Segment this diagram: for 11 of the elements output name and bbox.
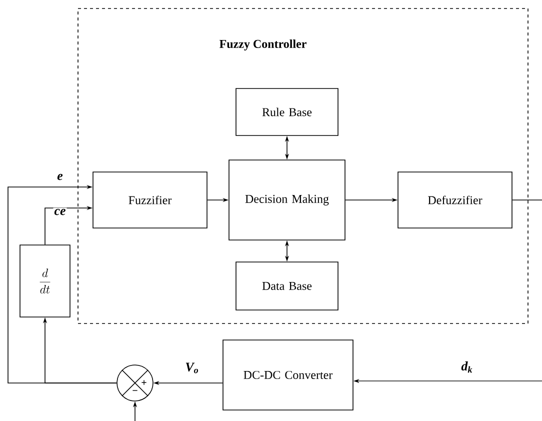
block-box: Fuzzifier [92, 172, 208, 228]
derivative-box: $\frac{d}{dt}$ [20, 244, 70, 318]
edge-label: V$_{o}$ [184, 362, 200, 374]
summing-junction: + − [116, 364, 154, 402]
block-box: DC-DC Converter [222, 340, 354, 410]
edge-label: d$_{k}$ [460, 360, 474, 374]
block-box: Rule Base [236, 88, 338, 136]
block-box: Data Base [236, 262, 338, 310]
block-box: Decision Making [228, 160, 346, 240]
block-box: Defuzzifier [398, 172, 512, 228]
edge-label: e [56, 172, 64, 182]
